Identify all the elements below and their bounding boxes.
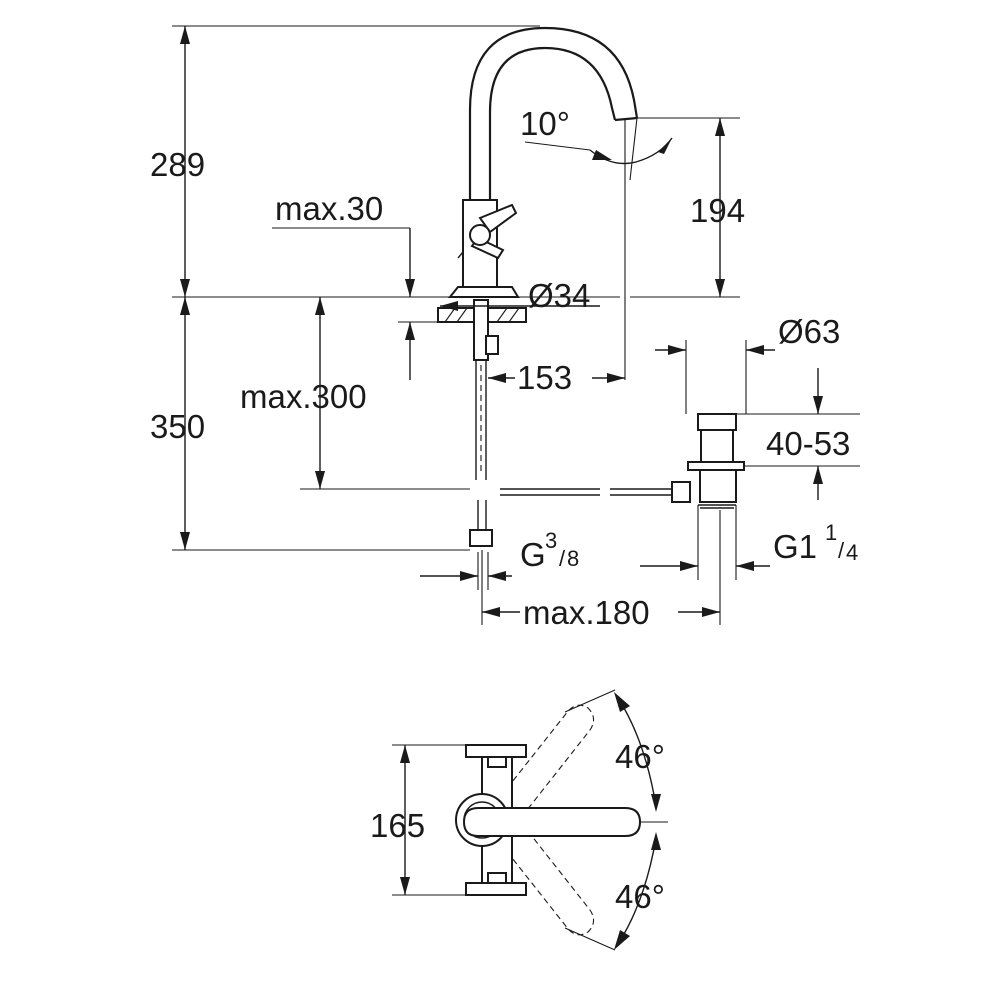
dim-g3-8: G 3 / 8 (520, 528, 579, 573)
dim-289: 289 (150, 146, 205, 183)
dimension-labels: 289 max.30 10° 194 Ø34 Ø63 153 max.300 3… (150, 105, 858, 915)
faucet-top-view (392, 689, 668, 951)
dim-max180: max.180 (523, 594, 650, 631)
g38-denominator: 8 (567, 546, 579, 571)
dim-max300: max.300 (240, 378, 367, 415)
g114-letter: G1 (773, 528, 817, 565)
popup-rod (500, 481, 691, 503)
faucet-side-view (437, 26, 639, 547)
g114-denominator: 4 (846, 540, 858, 565)
dim-10deg: 10° (520, 105, 570, 142)
g114-slash: / (838, 538, 845, 563)
dim-153: 153 (517, 359, 572, 396)
dimension-lines (172, 25, 860, 625)
dim-46deg-bottom: 46° (615, 878, 665, 915)
g38-numerator: 3 (545, 528, 557, 553)
waste-drain (687, 413, 745, 509)
dim-194: 194 (690, 192, 745, 229)
dim-165: 165 (370, 807, 425, 844)
g114-numerator: 1 (825, 520, 837, 545)
g38-slash: / (559, 546, 566, 571)
g38-letter: G (520, 536, 546, 573)
dim-d34: Ø34 (528, 277, 590, 314)
dim-350: 350 (150, 408, 205, 445)
dim-g1-1-4: G1 1 / 4 (773, 520, 858, 565)
dim-40-53: 40-53 (766, 425, 850, 462)
dim-d63: Ø63 (778, 313, 840, 350)
dim-max30: max.30 (275, 190, 383, 227)
dim-46deg-top: 46° (615, 738, 665, 775)
